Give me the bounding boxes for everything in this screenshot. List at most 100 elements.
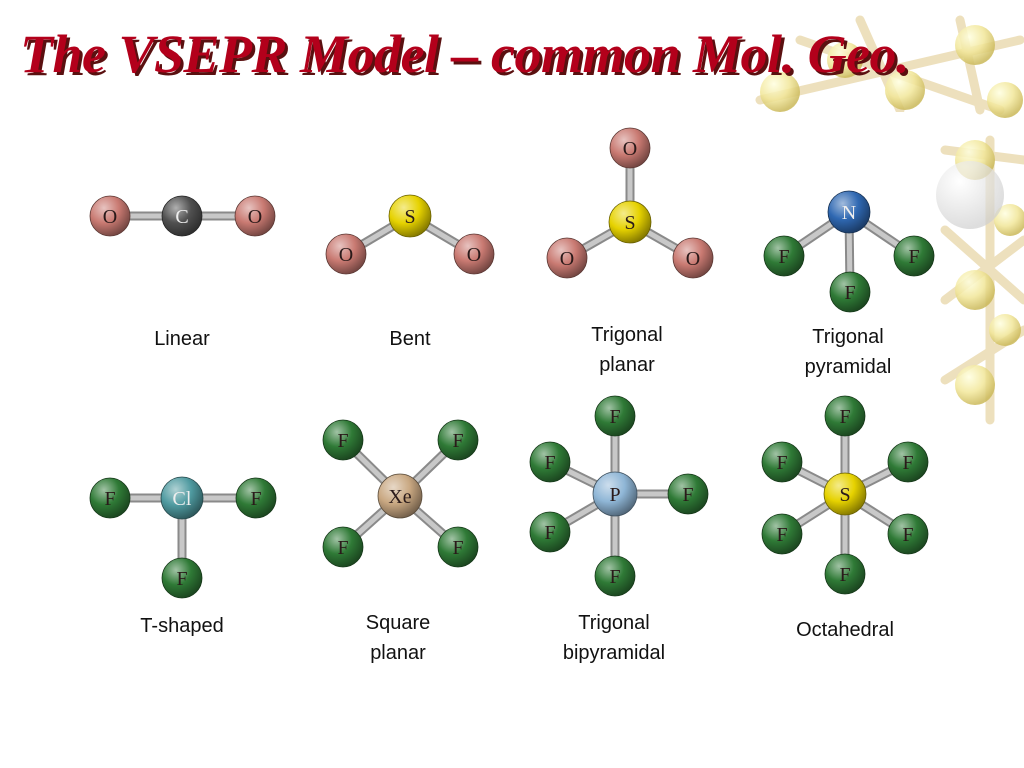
molecule-trigonal-pyramidal: F F F N [763, 190, 935, 313]
atom-sphere [161, 195, 203, 237]
caption-line: Linear [154, 328, 210, 350]
atom-sphere [887, 441, 929, 483]
atom-label: P [609, 484, 620, 506]
atom-sphere [529, 511, 571, 553]
caption-line: pyramidal [804, 356, 892, 378]
atom-label: F [452, 430, 463, 452]
atom-sphere [322, 526, 364, 568]
atom-label: F [176, 568, 187, 590]
atom-sulfur: S [823, 472, 867, 516]
caption-line: bipyramidal [562, 642, 666, 664]
caption-line: Octahedral [796, 619, 894, 641]
atom-sphere [453, 233, 495, 275]
atom-sphere [887, 513, 929, 555]
atom-sphere [609, 127, 651, 169]
atom-label: F [682, 484, 693, 506]
atom-sphere [377, 473, 423, 519]
caption-t-shaped: T-shaped [102, 611, 262, 641]
atom-label: F [544, 522, 555, 544]
atom-label: F [908, 246, 919, 268]
atom-fluorine: F [893, 235, 935, 277]
atom-fluorine: F [89, 477, 131, 519]
atom-label: Cl [173, 488, 192, 510]
atom-sphere [437, 526, 479, 568]
atom-sphere [89, 477, 131, 519]
atom-sphere [322, 419, 364, 461]
caption-linear: Linear [102, 324, 262, 354]
atom-label: F [337, 430, 348, 452]
atom-sulfur: S [608, 200, 652, 244]
atom-sphere [437, 419, 479, 461]
atom-label: F [337, 537, 348, 559]
atom-sphere [893, 235, 935, 277]
atom-fluorine: F [161, 557, 203, 599]
atom-label: O [339, 244, 353, 266]
atom-label: S [839, 484, 850, 506]
atom-sphere [234, 195, 276, 237]
atom-label: O [560, 248, 574, 270]
caption-octahedral: Octahedral [765, 615, 925, 645]
atom-oxygen: O [234, 195, 276, 237]
atom-fluorine: F [761, 513, 803, 555]
atom-fluorine: F [763, 235, 805, 277]
atom-sphere [829, 271, 871, 313]
caption-line: Trigonal [812, 326, 884, 348]
atom-carbon: C [161, 195, 203, 237]
atom-fluorine: F [887, 513, 929, 555]
atom-label: F [778, 246, 789, 268]
atom-label: N [842, 202, 856, 224]
atom-label: F [839, 564, 850, 586]
atom-label: F [104, 488, 115, 510]
atom-label: S [624, 212, 635, 234]
atom-fluorine: F [322, 526, 364, 568]
atom-label: F [902, 452, 913, 474]
atom-fluorine: F [437, 419, 479, 461]
caption-line: T-shaped [140, 615, 224, 637]
atom-sphere [672, 237, 714, 279]
atom-sphere [594, 555, 636, 597]
caption-line: Square [365, 612, 431, 634]
atom-label: F [902, 524, 913, 546]
atom-label: Xe [388, 486, 411, 508]
atom-sphere [529, 441, 571, 483]
atom-sphere [823, 472, 867, 516]
atom-fluorine: F [322, 419, 364, 461]
caption-line: Bent [389, 328, 431, 350]
caption-line: planar [599, 354, 655, 376]
atom-label: O [686, 248, 700, 270]
atom-fluorine: F [829, 271, 871, 313]
atom-label: F [452, 537, 463, 559]
atom-xenon: Xe [377, 473, 423, 519]
atom-fluorine: F [887, 441, 929, 483]
atom-label: F [609, 406, 620, 428]
molecule-trigonal-planar: S O O O [546, 127, 714, 279]
atom-label: S [404, 206, 415, 228]
atom-sphere [388, 194, 432, 238]
atom-sulfur: S [388, 194, 432, 238]
caption-trigonal-pyramidal: Trigonal pyramidal [768, 322, 928, 382]
atom-sphere [824, 553, 866, 595]
caption-bent: Bent [330, 324, 490, 354]
atom-sphere [594, 395, 636, 437]
atom-label: F [609, 566, 620, 588]
atom-fluorine: F [824, 553, 866, 595]
atom-fluorine: F [667, 473, 709, 515]
atom-label: F [839, 406, 850, 428]
atom-oxygen: O [325, 233, 367, 275]
atom-label: O [623, 138, 637, 160]
atom-oxygen: O [89, 195, 131, 237]
atom-sphere [89, 195, 131, 237]
atom-sphere [546, 237, 588, 279]
atom-sphere [161, 557, 203, 599]
atom-fluorine: F [529, 441, 571, 483]
atom-label: O [103, 206, 117, 228]
atom-fluorine: F [529, 511, 571, 553]
atom-label: F [250, 488, 261, 510]
atom-sphere [761, 513, 803, 555]
